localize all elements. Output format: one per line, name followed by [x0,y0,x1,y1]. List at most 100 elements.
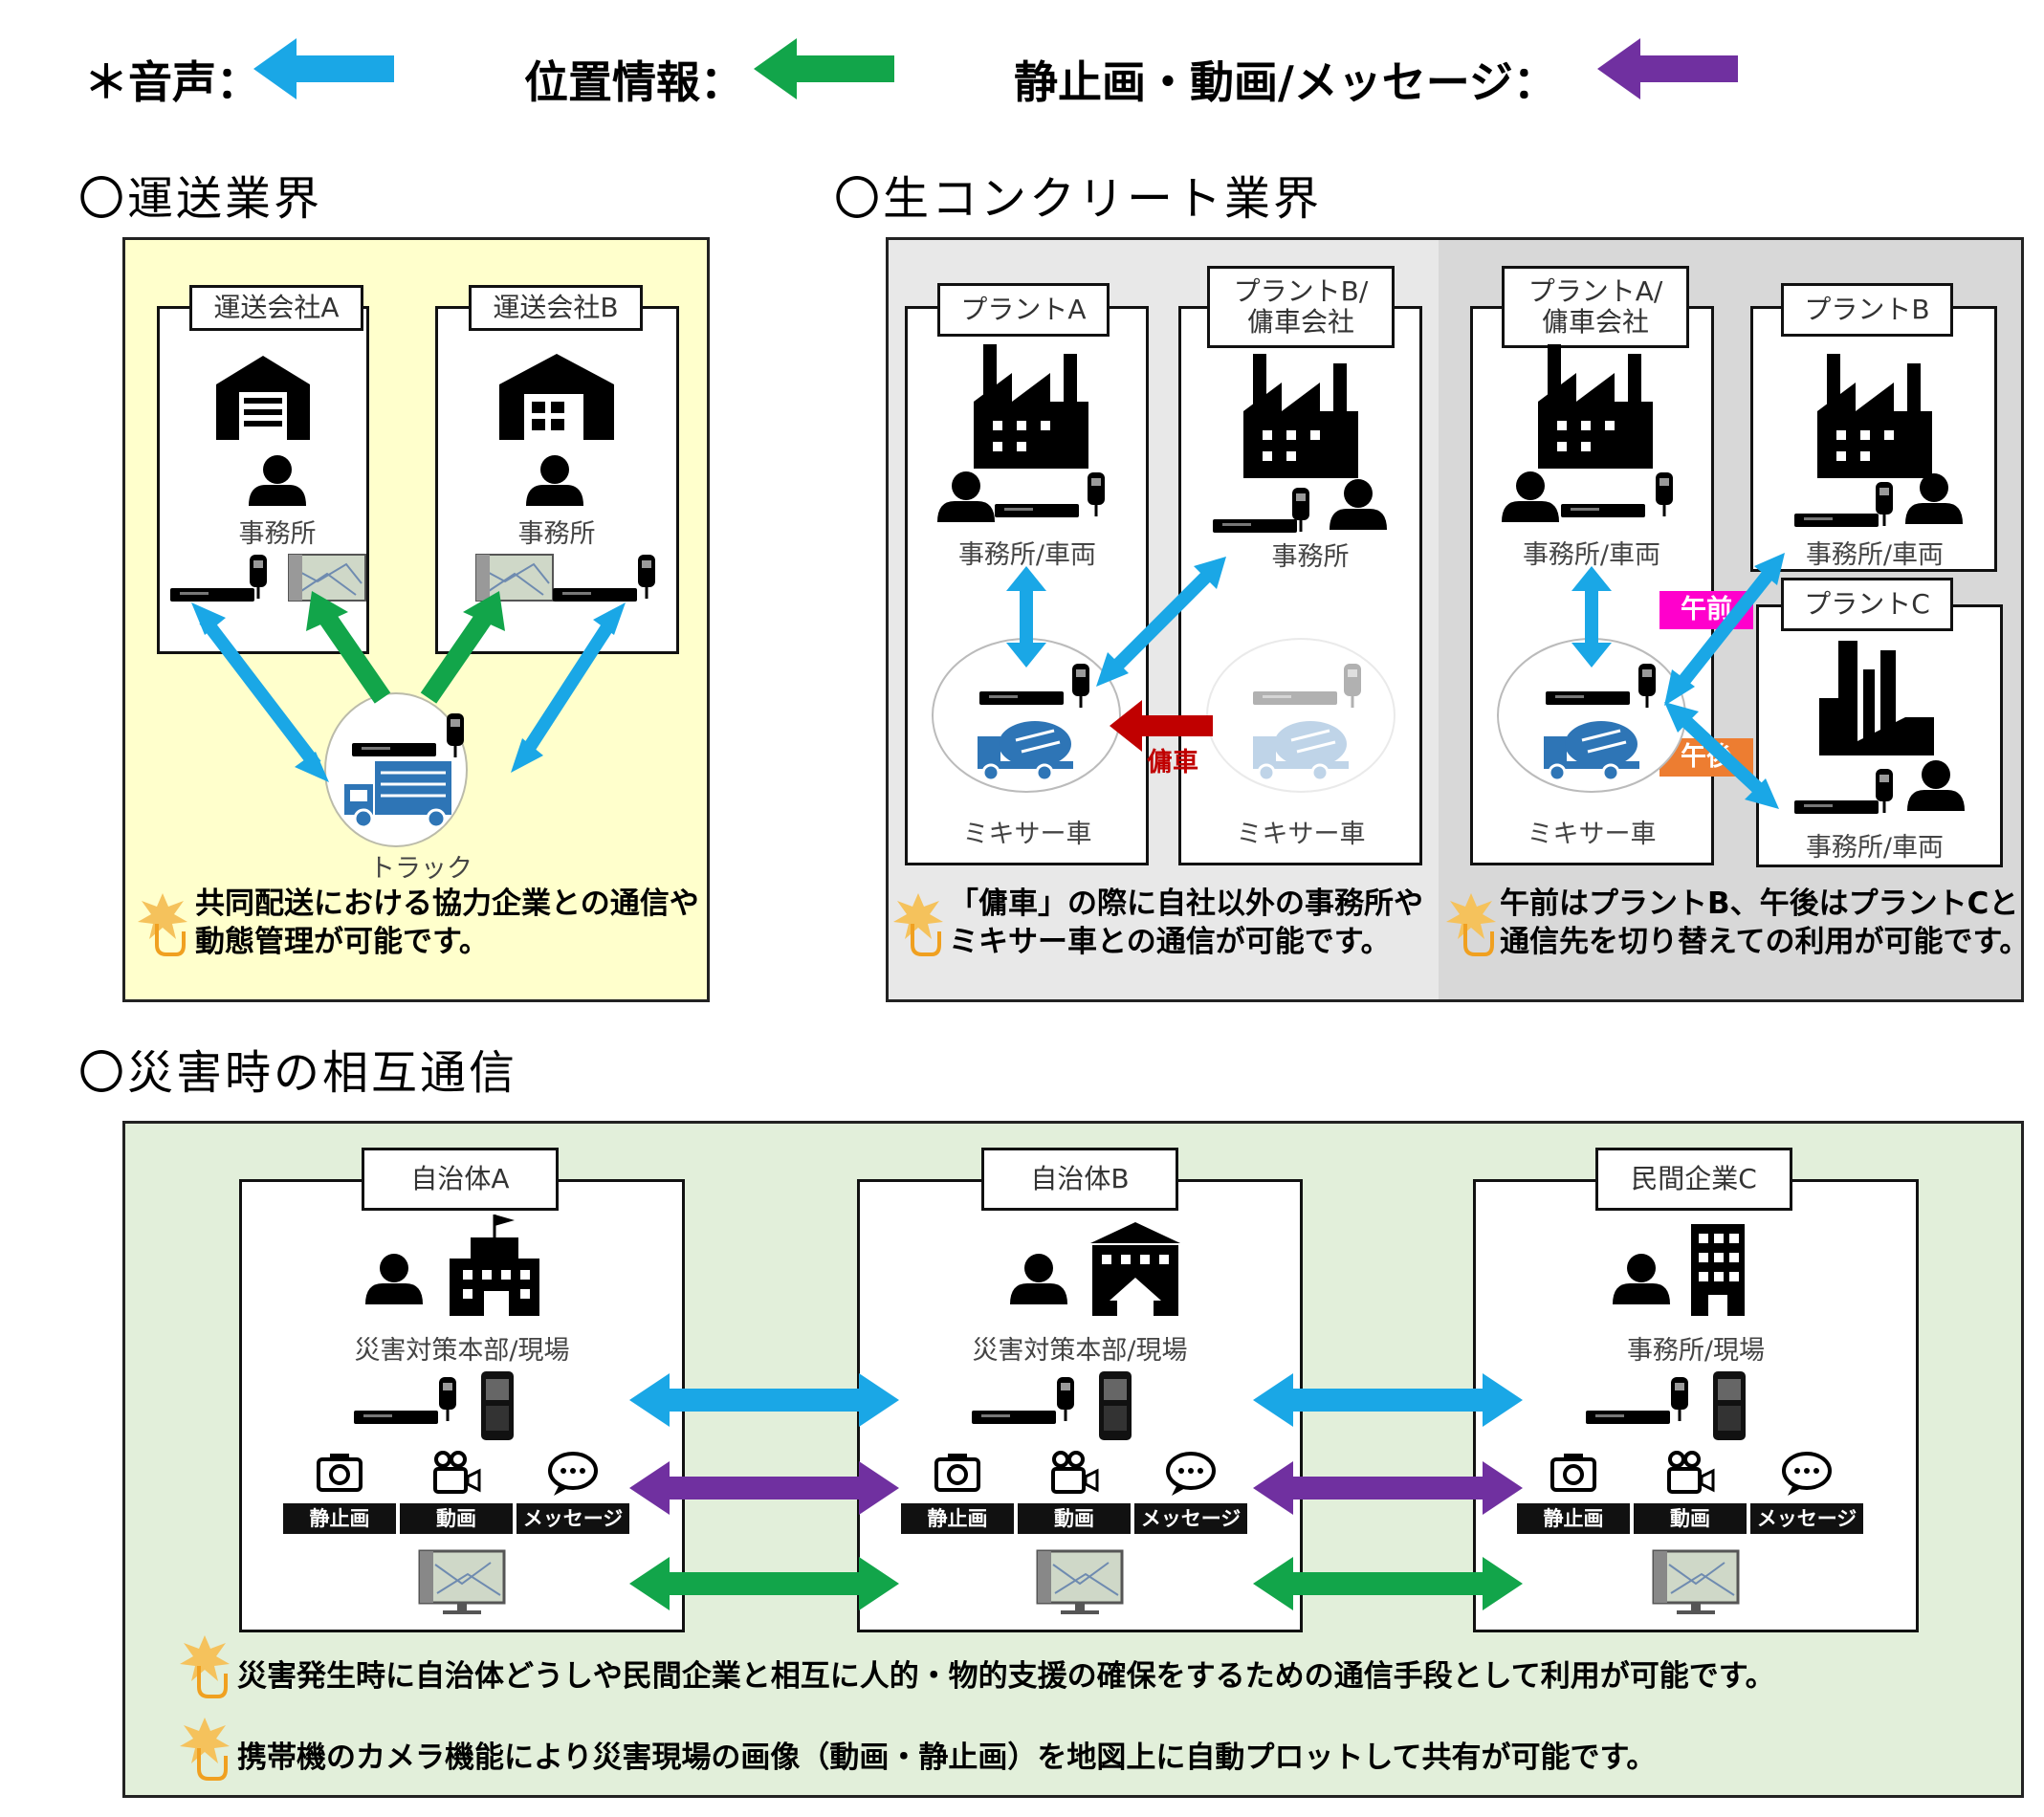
transport-company-b-tab: 運送会社B [469,285,643,331]
entity-b-video-caption: 動画 [1018,1503,1131,1534]
entity-b-camera-icon [934,1452,980,1492]
entity-b-video-icon [1051,1451,1099,1494]
transport-handset-b-icon [636,553,657,601]
plant-a-voice-arrow [1006,566,1046,668]
plant-b-person-icon [1330,479,1387,530]
warehouse-a-icon [216,356,310,440]
plant-c-office-vehicle-label: 事務所/車両 [1805,833,1945,863]
am-voice-arrow [1664,553,1785,706]
entity-c-message-icon [1782,1452,1832,1498]
bc-voice-arrow [1253,1373,1523,1427]
plant-b-voice-arrow [1096,557,1226,687]
entity-c-video-caption: 動画 [1634,1503,1747,1534]
entity-c-person-icon [1613,1254,1670,1304]
entity-b-radio-icon [972,1411,1056,1424]
transport-radio-b-icon [553,588,637,602]
transport-company-a-tab: 運送会社A [189,285,363,331]
entity-b-still-caption: 静止画 [901,1503,1014,1534]
transport-map-a-icon [288,554,366,602]
hire-arrow [1110,700,1213,752]
entity-a-video-caption: 動画 [400,1503,513,1534]
plant-a-radio-icon [995,504,1079,517]
mixer-a2-label: ミキサー車 [1527,820,1657,849]
entity-c-site-label: 事務所/現場 [1626,1336,1766,1366]
plant-a2-office-vehicle-label: 事務所/車両 [1522,540,1661,570]
legend-location-arrow [754,38,894,99]
legend-location-label: 位置情報： [524,56,744,108]
entity-a-camera-icon [317,1452,363,1492]
mixer-a-radio-icon [979,691,1064,705]
transport-office-a-label: 事務所 [238,519,317,549]
disaster-note1: 災害発生時に自治体どうしや民間企業と相互に人的・物的支援の確保をするための通信手… [237,1659,1775,1694]
mixer-b-faded [1206,638,1396,793]
concrete-note1-line1: 「傭車」の際に自社以外の事務所や [949,887,1423,921]
entity-a-site-label: 災害対策本部/現場 [354,1336,570,1366]
plant-b-factory-icon [1243,354,1358,478]
transport-voice-arrow-a [191,602,329,782]
transport-person-b-icon [526,455,583,506]
plant-b-radio-icon [1213,519,1297,533]
transport-radio-a-icon [170,588,254,602]
entity-a-video-icon [433,1451,481,1494]
plant-b-right-box [1750,306,1997,572]
entity-a-portable-icon [481,1371,514,1440]
legend-media-arrow [1597,38,1738,99]
entity-b-message-icon [1166,1452,1216,1498]
plant-a2-handset-icon [1654,471,1675,518]
transport-office-b-label: 事務所 [517,519,596,549]
transport-voice-arrow-b [511,602,626,773]
concrete-note2-line1: 午前はプラントB、午後はプラントCと [1500,887,2019,921]
mixer-a-label: ミキサー車 [962,820,1092,849]
entity-b-site-label: 災害対策本部/現場 [972,1336,1188,1366]
entity-b-tab: 自治体B [981,1148,1178,1211]
transport-note-line1: 共同配送における協力企業との通信や [195,887,699,921]
transport-note-hand-icon [136,891,189,956]
entity-a-still-caption: 静止画 [283,1503,396,1534]
transport-section-title: 〇運送業界 [78,172,323,226]
entity-a-radio-icon [354,1411,438,1424]
plant-c-person-icon [1907,760,1965,811]
entity-b-government-icon [1090,1222,1180,1316]
ab-voice-arrow [629,1373,899,1427]
legend-voice-arrow [253,38,394,99]
entity-a-person-icon [365,1254,423,1304]
bc-media-arrow [1253,1461,1523,1515]
plant-c-tower-icon [1819,641,1934,755]
concrete-note1-hand-icon [891,891,945,956]
entity-c-tab: 民間企業C [1595,1148,1792,1211]
ab-location-arrow [629,1557,899,1610]
plant-c-radio-icon [1794,800,1879,814]
entity-c-office-building-icon [1691,1224,1745,1316]
entity-c-radio-icon [1586,1411,1670,1424]
disaster-note2-hand-icon [178,1716,231,1781]
transport-location-arrow-a [306,591,391,704]
entity-c-camera-icon [1550,1452,1596,1492]
concrete-note2-line2: 通信先を切り替えての利用が可能です。 [1500,925,2030,959]
concrete-note1-line2: ミキサー車との通信が可能です。 [949,925,1391,959]
legend-media-label: 静止画・動画/メッセージ： [1014,56,1557,108]
plant-b-hire-tab-line1: プラントB/ [1233,274,1369,307]
plant-a-tab: プラントA [937,283,1110,337]
plant-b2-factory-icon [1817,354,1932,478]
entity-a-message-icon [548,1452,598,1498]
plant-a-hire-tab: プラントA/ 傭車会社 [1502,266,1689,348]
plant-b-hire-tab-line2: 傭車会社 [1246,306,1354,338]
plant-a-handset-icon [1086,471,1107,518]
plant-b-right-tab: プラントB [1781,283,1953,337]
entity-a-monitor-icon [418,1549,506,1616]
transport-location-arrow-b [420,591,505,704]
plant-b-office-label: 事務所 [1271,542,1350,572]
mixer-a2-radio-icon [1546,691,1630,705]
disaster-note1-hand-icon [178,1633,231,1698]
ab-media-arrow [629,1461,899,1515]
entity-b-monitor-icon [1036,1549,1124,1616]
plant-b2-person-icon [1905,473,1963,524]
plant-b-hire-tab: プラントB/ 傭車会社 [1207,266,1395,348]
plant-a-hire-tab-line1: プラントA/ [1528,274,1663,307]
entity-c-video-icon [1667,1451,1715,1494]
entity-b-person-icon [1010,1254,1067,1304]
plant-a2-factory-icon [1538,344,1653,469]
entity-b-portable-icon [1099,1371,1132,1440]
